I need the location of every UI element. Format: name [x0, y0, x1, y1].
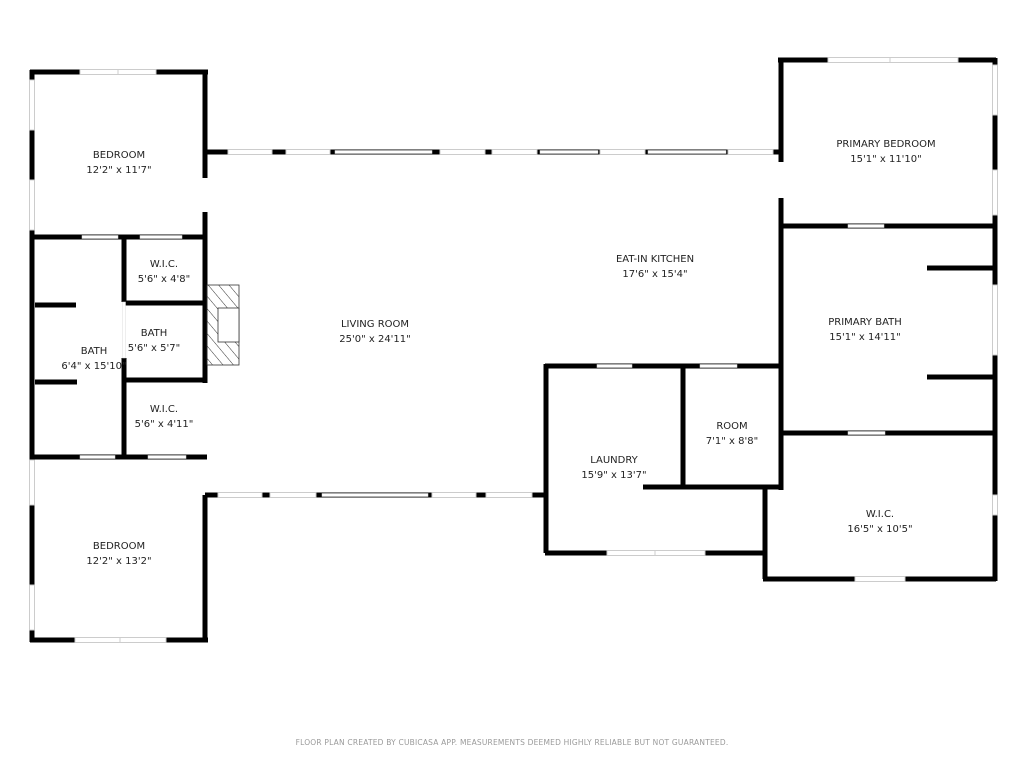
- window: [654, 550, 706, 556]
- wall: [202, 70, 208, 178]
- door-opening: [699, 364, 738, 368]
- wall: [778, 58, 784, 162]
- door-opening: [79, 455, 116, 459]
- window: [269, 492, 317, 498]
- wall: [123, 300, 205, 306]
- window: [992, 64, 998, 116]
- window: [485, 492, 533, 498]
- wall: [680, 366, 686, 487]
- window: [227, 149, 273, 155]
- window: [29, 459, 35, 506]
- window: [439, 149, 486, 155]
- room-label-wic-top: W.I.C.5'6" x 4'8": [137, 259, 191, 285]
- footer-disclaimer: FLOOR PLAN CREATED BY CUBICASA APP. MEAS…: [295, 738, 729, 747]
- wall: [927, 265, 993, 271]
- wall: [202, 495, 208, 642]
- window: [599, 149, 646, 155]
- room-label-wic-primary: W.I.C.16'5" x 10'5": [847, 509, 913, 535]
- window: [491, 149, 538, 155]
- wall: [778, 198, 784, 490]
- wall: [35, 379, 77, 385]
- window: [29, 79, 35, 131]
- window: [431, 492, 477, 498]
- fireplace-firebox: [217, 307, 240, 343]
- window: [854, 576, 906, 582]
- room-label-wic-bottom: W.I.C.5'6" x 4'11": [134, 404, 194, 430]
- door-opening: [81, 235, 119, 239]
- window: [74, 637, 121, 643]
- wall: [32, 234, 207, 240]
- door-opening: [334, 150, 433, 154]
- window: [29, 179, 35, 231]
- wall: [781, 223, 995, 229]
- window: [992, 284, 998, 356]
- door-opening: [539, 150, 599, 154]
- wall: [643, 484, 782, 490]
- window: [29, 584, 35, 631]
- door-opening: [122, 301, 126, 359]
- wall: [762, 487, 768, 579]
- door-opening: [647, 150, 727, 154]
- wall: [35, 302, 76, 308]
- door-opening: [147, 455, 187, 459]
- window: [606, 550, 656, 556]
- wall: [123, 377, 205, 383]
- window: [992, 169, 998, 216]
- window: [992, 494, 998, 516]
- door-opening: [847, 431, 886, 435]
- wall: [543, 364, 549, 553]
- window: [727, 149, 774, 155]
- door-opening: [321, 493, 429, 497]
- wall: [927, 374, 993, 380]
- window: [119, 637, 167, 643]
- wall: [121, 237, 127, 302]
- window: [217, 492, 263, 498]
- window: [117, 69, 157, 75]
- window: [285, 149, 331, 155]
- door-opening: [596, 364, 633, 368]
- window: [79, 69, 119, 75]
- wall: [202, 212, 208, 383]
- wall: [545, 363, 782, 369]
- wall: [781, 430, 995, 436]
- window: [889, 57, 959, 63]
- door-opening: [847, 224, 885, 228]
- window: [827, 57, 891, 63]
- wall: [32, 454, 207, 460]
- wall: [121, 358, 127, 457]
- door-opening: [139, 235, 183, 239]
- wall: [29, 70, 35, 642]
